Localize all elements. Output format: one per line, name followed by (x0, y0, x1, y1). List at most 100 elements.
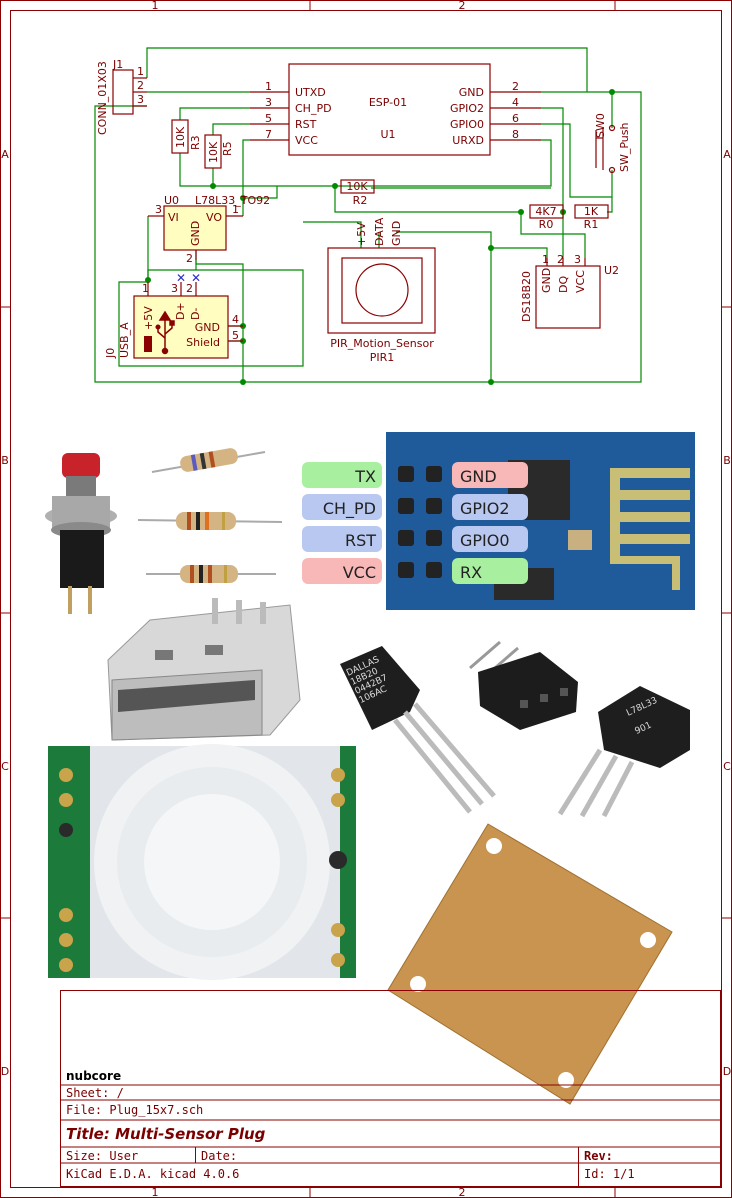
u2-ref: U2 (604, 264, 619, 277)
svg-text:4: 4 (512, 96, 519, 109)
svg-text:5: 5 (232, 329, 239, 342)
svg-text:1: 1 (542, 253, 549, 266)
row-label-a-right: A (723, 148, 731, 161)
svg-text:VI: VI (168, 211, 179, 224)
j0-value: USB_A (118, 322, 131, 358)
svg-text:D+: D+ (174, 302, 187, 320)
row-label-d-right: D (723, 1065, 731, 1078)
ds18b20-u2: GND DQ VCC 1 2 3 DS18B20 U2 (520, 253, 619, 329)
title-block (60, 990, 721, 1187)
svg-text:R2: R2 (353, 194, 368, 207)
title-block-title: Title: Multi-Sensor Plug (66, 1125, 266, 1143)
svg-text:D-: D- (189, 308, 202, 320)
col-label-1-bottom: 1 (152, 1186, 159, 1198)
pin-header-photo (469, 640, 578, 730)
svg-text:GND: GND (189, 221, 202, 246)
row-label-c-right: C (723, 760, 731, 773)
regulator-u0: VI VO GND 3 1 2 U0 L78L33_TO92 (148, 194, 270, 265)
resistor-r2: 10K R2 (340, 179, 375, 207)
u1-pin-ch-pd: CH_PD (295, 102, 332, 115)
u0-value: L78L33_TO92 (195, 194, 270, 207)
svg-text:2: 2 (557, 253, 564, 266)
svg-text:R0: R0 (539, 218, 554, 231)
u1-pin-urxd: URXD (452, 134, 484, 147)
u1-pin-utxd: UTXD (295, 86, 326, 99)
svg-text:DQ: DQ (557, 276, 570, 293)
svg-text:3: 3 (137, 93, 144, 106)
u0-ref: U0 (164, 194, 179, 207)
pinout-gpio0: GPIO0 (460, 531, 510, 550)
svg-text:3: 3 (574, 253, 581, 266)
pinout-gpio2: GPIO2 (460, 499, 510, 518)
svg-text:3: 3 (171, 282, 178, 295)
junction-dots (145, 89, 615, 385)
svg-text:1K: 1K (584, 205, 599, 218)
pir-value: PIR_Motion_Sensor (330, 337, 434, 350)
resistor-r3: 10K R3 (171, 119, 202, 154)
ds18b20-photo: DALLAS 18B20 0442B7 106AC (340, 646, 496, 814)
row-label-a-left: A (1, 148, 9, 161)
inner-frame (10, 10, 722, 1188)
u1-pin-rst: RST (295, 118, 317, 131)
col-label-2-bottom: 2 (459, 1186, 466, 1198)
svg-text:+5V: +5V (355, 222, 368, 246)
svg-text:10K: 10K (207, 141, 220, 163)
svg-text:1: 1 (265, 80, 272, 93)
j1-value: CONN_01X03 (96, 61, 109, 135)
switch-sw0: SW0 SW_Push (594, 113, 631, 174)
esp01-symbol-u1: 1 3 5 7 UTXD CH_PD RST VCC 2 4 6 8 GND G… (250, 63, 541, 156)
svg-text:✕: ✕ (176, 271, 186, 285)
resistor-r1: 1K R1 (574, 204, 609, 231)
pir-sensor-symbol: +5V DATA GND PIR_Motion_Sensor PIR1 (327, 217, 436, 364)
svg-text:1: 1 (142, 282, 149, 295)
pir-sensor-photo (48, 744, 356, 980)
svg-text:3: 3 (265, 96, 272, 109)
svg-text:R3: R3 (189, 135, 202, 150)
svg-text:R1: R1 (584, 218, 599, 231)
u1-pin-gnd: GND (459, 86, 484, 99)
j0-ref: J0 (104, 348, 117, 359)
svg-text:GND: GND (540, 268, 553, 293)
row-label-c-left: C (1, 760, 9, 773)
row-label-d-left: D (1, 1065, 9, 1078)
pinout-gnd: GND (460, 467, 497, 486)
esp-pinout-labels: TX CH_PD RST VCC GND GPIO2 GPIO0 RX (302, 462, 528, 584)
svg-text:SW0: SW0 (594, 113, 607, 138)
row-label-b-left: B (1, 454, 9, 467)
svg-text:1: 1 (232, 203, 239, 216)
usb-a-j0: ✕ ✕ 1 3 2 4 5 +5V D+ D- GND Shield J0 US… (104, 271, 243, 359)
svg-text:✕: ✕ (191, 271, 201, 285)
u1-pin-gpio2: GPIO2 (450, 102, 484, 115)
perfboard-photo (387, 823, 673, 1105)
u2-value: DS18B20 (520, 271, 533, 322)
col-label-2-top: 2 (459, 0, 466, 12)
title-block-company: nubcore (66, 1069, 121, 1083)
svg-text:SW_Push: SW_Push (618, 122, 631, 172)
svg-text:5: 5 (265, 112, 272, 125)
svg-text:10K: 10K (346, 180, 368, 193)
svg-text:4: 4 (232, 313, 239, 326)
resistor-r5: 10K R5 (204, 134, 234, 169)
pinout-tx: TX (354, 467, 376, 486)
title-block-app: KiCad E.D.A. kicad 4.0.6 (66, 1167, 239, 1181)
j1-ref: J1 (112, 58, 123, 71)
row-label-b-right: B (723, 454, 731, 467)
push-button-photo (45, 453, 117, 614)
pinout-ch-pd: CH_PD (323, 499, 376, 519)
title-block-sheet: Sheet: / (66, 1086, 124, 1100)
pinout-rst: RST (345, 531, 376, 550)
svg-text:6: 6 (512, 112, 519, 125)
title-block-file: File: Plug_15x7.sch (66, 1103, 203, 1117)
svg-text:8: 8 (512, 128, 519, 141)
title-block-rev: Rev: (584, 1149, 613, 1163)
svg-text:Shield: Shield (186, 336, 220, 349)
svg-text:2: 2 (512, 80, 519, 93)
title-block-id: Id: 1/1 (584, 1167, 635, 1181)
svg-text:1: 1 (137, 65, 144, 78)
esp01-module-photo (386, 432, 695, 610)
svg-text:+5V: +5V (142, 306, 155, 330)
pinout-rx: RX (460, 563, 482, 582)
svg-text:2: 2 (186, 282, 193, 295)
pinout-vcc: VCC (343, 563, 376, 582)
